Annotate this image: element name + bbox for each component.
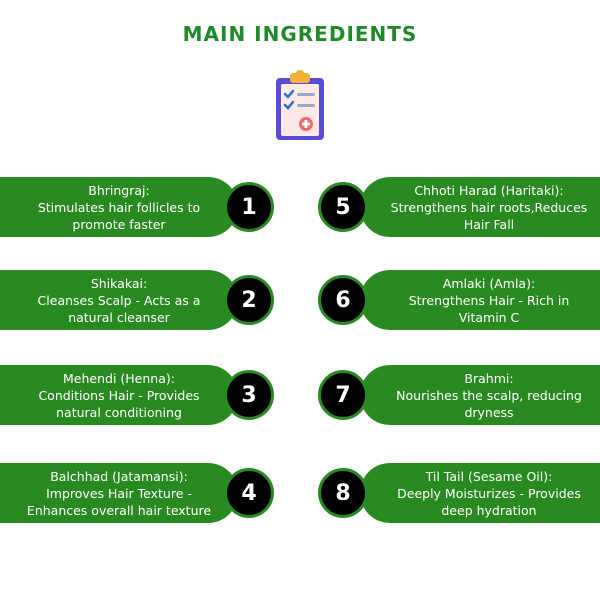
ingredient-desc-line1: Cleanses Scalp - Acts as a <box>37 292 201 308</box>
ingredient-item-6: Amlaki (Amla): Strengthens Hair - Rich i… <box>318 270 600 330</box>
ingredient-pill: Balchhad (Jatamansi): Improves Hair Text… <box>0 463 238 523</box>
ingredient-number-badge: 3 <box>224 370 274 420</box>
ingredient-desc-line1: Deeply Moisturizes - Provides <box>397 485 581 501</box>
ingredient-pill: Amlaki (Amla): Strengthens Hair - Rich i… <box>360 270 600 330</box>
ingredient-number-badge: 1 <box>224 182 274 232</box>
ingredient-number-badge: 8 <box>318 468 368 518</box>
ingredient-desc-line1: Stimulates hair follicles to <box>37 199 201 215</box>
clipboard-checklist-icon <box>276 70 324 140</box>
ingredient-pill: Chhoti Harad (Haritaki): Strengthens hai… <box>360 177 600 237</box>
ingredient-pill: Mehendi (Henna): Conditions Hair - Provi… <box>0 365 238 425</box>
ingredient-desc-line2: natural cleanser <box>68 309 170 325</box>
ingredient-name: Balchhad (Jatamansi): <box>50 468 188 484</box>
ingredient-item-8: Til Tail (Sesame Oil): Deeply Moisturize… <box>318 463 600 523</box>
ingredient-number-badge: 2 <box>224 275 274 325</box>
ingredient-number-badge: 4 <box>224 468 274 518</box>
ingredient-desc-line2: promote faster <box>72 216 166 232</box>
ingredient-desc-line2: Hair Fall <box>463 216 515 232</box>
ingredient-pill: Til Tail (Sesame Oil): Deeply Moisturize… <box>360 463 600 523</box>
ingredient-item-1: Bhringraj: Stimulates hair follicles to … <box>0 177 280 237</box>
ingredient-item-7: Brahmi: Nourishes the scalp, reducing dr… <box>318 365 600 425</box>
ingredient-name: Amlaki (Amla): <box>442 275 536 291</box>
ingredient-desc-line2: dryness <box>464 404 514 420</box>
ingredient-desc-line1: Nourishes the scalp, reducing <box>396 387 582 403</box>
ingredient-desc-line1: Improves Hair Texture - <box>46 485 192 501</box>
ingredient-item-2: Shikakai: Cleanses Scalp - Acts as a nat… <box>0 270 280 330</box>
ingredient-desc-line2: Enhances overall hair texture <box>26 502 212 518</box>
ingredient-item-5: Chhoti Harad (Haritaki): Strengthens hai… <box>318 177 600 237</box>
ingredient-desc-line2: deep hydration <box>441 502 537 518</box>
ingredient-item-3: Mehendi (Henna): Conditions Hair - Provi… <box>0 365 280 425</box>
ingredient-number-badge: 5 <box>318 182 368 232</box>
ingredient-name: Mehendi (Henna): <box>63 370 175 386</box>
ingredient-desc-line1: Strengthens Hair - Rich in <box>408 292 570 308</box>
ingredient-pill: Bhringraj: Stimulates hair follicles to … <box>0 177 238 237</box>
ingredient-pill: Brahmi: Nourishes the scalp, reducing dr… <box>360 365 600 425</box>
ingredient-desc-line2: natural conditioning <box>56 404 182 420</box>
ingredient-number-badge: 7 <box>318 370 368 420</box>
ingredient-name: Bhringraj: <box>88 182 150 198</box>
ingredient-desc-line1: Conditions Hair - Provides <box>38 387 200 403</box>
ingredient-name: Shikakai: <box>90 275 148 291</box>
ingredient-desc-line2: Vitamin C <box>458 309 520 325</box>
page-title: MAIN INGREDIENTS <box>182 22 418 46</box>
ingredient-name: Brahmi: <box>464 370 514 386</box>
ingredient-pill: Shikakai: Cleanses Scalp - Acts as a nat… <box>0 270 238 330</box>
ingredient-name: Til Tail (Sesame Oil): <box>425 468 553 484</box>
ingredient-desc-line1: Strengthens hair roots,Reduces <box>390 199 588 215</box>
ingredient-number-badge: 6 <box>318 275 368 325</box>
ingredient-item-4: Balchhad (Jatamansi): Improves Hair Text… <box>0 463 280 523</box>
ingredient-name: Chhoti Harad (Haritaki): <box>414 182 564 198</box>
